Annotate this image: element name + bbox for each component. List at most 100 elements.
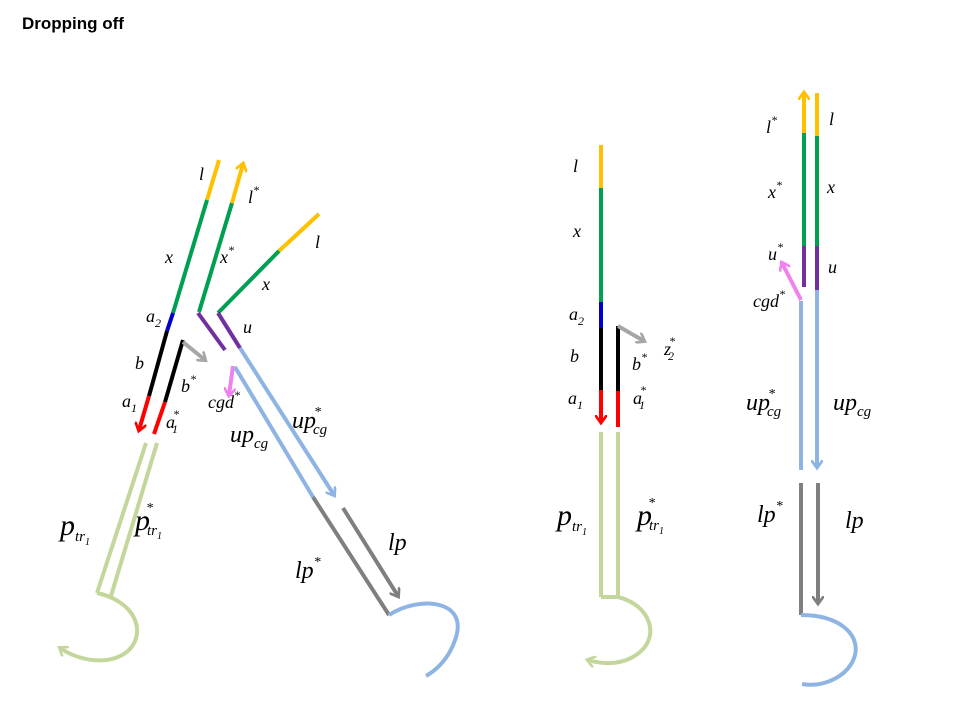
label-a1-star: a*1 (633, 383, 646, 412)
slide-title: Dropping off (22, 14, 124, 33)
strand-lp-star (311, 495, 391, 617)
label-part: * (641, 350, 647, 364)
strand-lp-arrow (341, 506, 398, 596)
label-part: tr (75, 529, 85, 545)
label-part: a (166, 412, 175, 432)
label-a1: a1 (122, 391, 137, 415)
label-part: * (669, 334, 675, 348)
strand-a2 (165, 312, 175, 332)
label-part: 1 (577, 398, 583, 412)
cgd-pink-arrow (782, 263, 803, 301)
label-l: l (199, 164, 204, 184)
label-part: * (314, 555, 321, 570)
label-x-2: x (261, 274, 270, 294)
label-part: * (776, 499, 783, 514)
label-a2: a2 (569, 304, 584, 328)
strand-x (171, 199, 209, 314)
label-part: lp (388, 530, 407, 556)
label-part: up (746, 390, 770, 416)
label-part: p (555, 499, 572, 532)
label-cgd-star: cgd* (753, 287, 785, 311)
label-a2: a2 (146, 306, 161, 330)
strand-up-cg (233, 365, 315, 499)
label-part: * (648, 496, 655, 511)
label-part: z (663, 339, 671, 359)
label-part: lp (757, 502, 776, 528)
label-up-cg: upcg (230, 422, 269, 452)
label-z2-star: z*2 (663, 334, 675, 363)
label-part: * (234, 388, 240, 402)
label-part: l (248, 187, 253, 207)
label-part: * (228, 243, 234, 257)
label-part: a (633, 388, 642, 408)
label-l-star: l* (248, 183, 259, 207)
label-part: * (776, 178, 782, 192)
strand-p-tr1-star (109, 442, 159, 597)
label-x-star: x* (767, 178, 782, 202)
strand-u (216, 311, 242, 350)
label-part: cg (857, 404, 872, 420)
label-x: x (572, 221, 581, 241)
label-u: u (243, 317, 252, 337)
strand-p-tr1 (95, 442, 148, 594)
label-part: * (779, 287, 785, 301)
label-part: up (833, 390, 857, 416)
label-p-tr1: ptr1 (58, 509, 90, 548)
label-part: b (570, 346, 579, 366)
label-up-cg: upcg (833, 390, 872, 420)
label-part: l (573, 156, 578, 176)
label-l-star: l* (766, 113, 777, 137)
label-part: a (122, 391, 131, 411)
label-part: * (768, 387, 775, 402)
label-part: 1 (659, 526, 664, 537)
strand-l-star-arrow (230, 164, 243, 204)
label-up-cg-star: up*cg (292, 405, 328, 438)
label-part: a (568, 388, 577, 408)
label-up-cg-star: up*cg (746, 387, 782, 420)
strand-up-cg-star-arrow (238, 346, 334, 495)
label-part: 2 (578, 314, 584, 328)
label-part: lp (845, 508, 864, 534)
label-part: * (253, 183, 259, 197)
label-part: 1 (582, 527, 587, 538)
label-part: * (173, 407, 179, 421)
label-lp: lp (845, 508, 864, 534)
label-part: 1 (85, 537, 90, 548)
label-part: cgd (753, 291, 780, 311)
lp-loop (800, 613, 858, 687)
label-part: lp (295, 558, 314, 584)
label-part: tr (147, 523, 157, 539)
gray-arrow (617, 324, 644, 341)
right-diagram: l* l x* x u* u cgd* up*cg upcg lp* lp (746, 93, 872, 687)
label-part: l (199, 164, 204, 184)
label-b: b (135, 353, 144, 373)
label-part: x (826, 177, 835, 197)
label-part: x (219, 247, 228, 267)
strand-u-star (196, 311, 227, 352)
label-part: x (767, 182, 776, 202)
strand-x-2 (216, 249, 281, 315)
label-l: l (573, 156, 578, 176)
p-tr-loop (60, 591, 140, 663)
label-part: b (181, 376, 190, 396)
cgd-pink-arrow (229, 365, 233, 395)
label-part: tr (572, 519, 582, 535)
strand-b (147, 330, 169, 397)
label-part: u (768, 244, 777, 264)
label-lp-star: lp* (757, 499, 783, 528)
left-diagram: l l* x x* l x a2 u b b* a1 a*1 cgd* up*c… (58, 159, 460, 678)
p-tr-loop (588, 595, 653, 663)
label-part: p (58, 509, 75, 542)
label-part: * (190, 372, 196, 386)
label-part: b (632, 354, 641, 374)
label-l-2: l (315, 232, 320, 252)
label-u-star: u* (768, 240, 783, 264)
label-part: x (164, 247, 173, 267)
label-part: 1 (639, 398, 645, 412)
label-b-star: b* (181, 372, 196, 396)
label-part: 1 (131, 401, 137, 415)
label-part: p (635, 499, 652, 532)
label-lp-star: lp* (295, 555, 321, 584)
label-part: p (133, 504, 150, 537)
